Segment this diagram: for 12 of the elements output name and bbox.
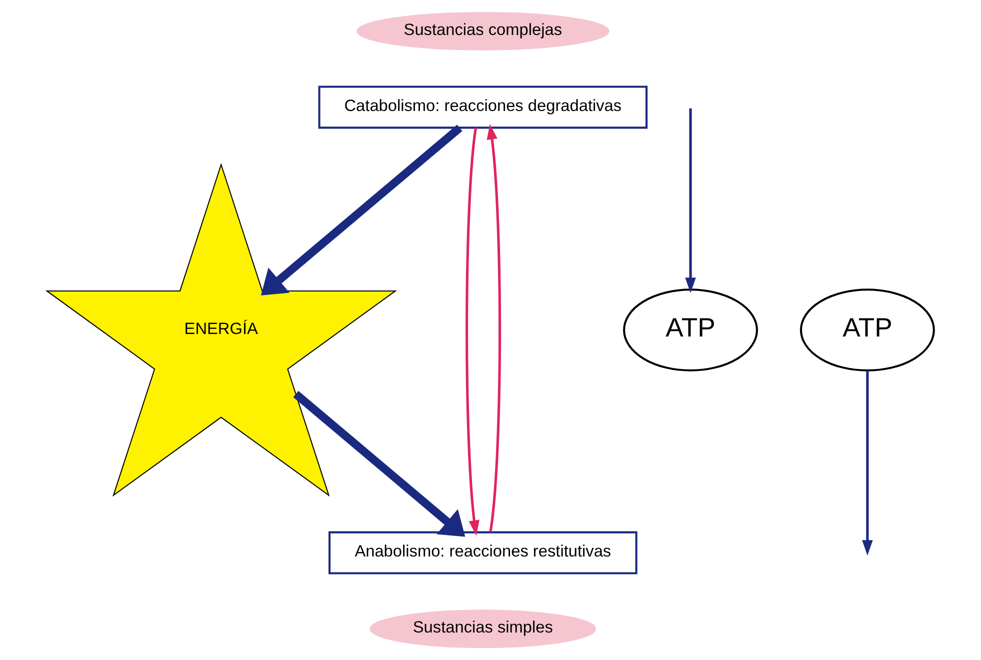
arrow (293, 390, 466, 537)
node-box: Catabolismo: reacciones degradativas (318, 86, 648, 129)
arrow (260, 124, 462, 296)
arrow (466, 128, 480, 536)
arrow (685, 108, 696, 293)
node-ellipse: ATP (800, 288, 935, 372)
node-ellipse: Sustancias complejas (356, 12, 610, 50)
arrow (862, 370, 873, 556)
node-ellipse: ATP (623, 288, 758, 372)
node-ellipse: Sustancias simples (370, 610, 596, 648)
node-box: Anabolismo: reacciones restitutivas (328, 531, 638, 574)
arrow (486, 124, 502, 532)
